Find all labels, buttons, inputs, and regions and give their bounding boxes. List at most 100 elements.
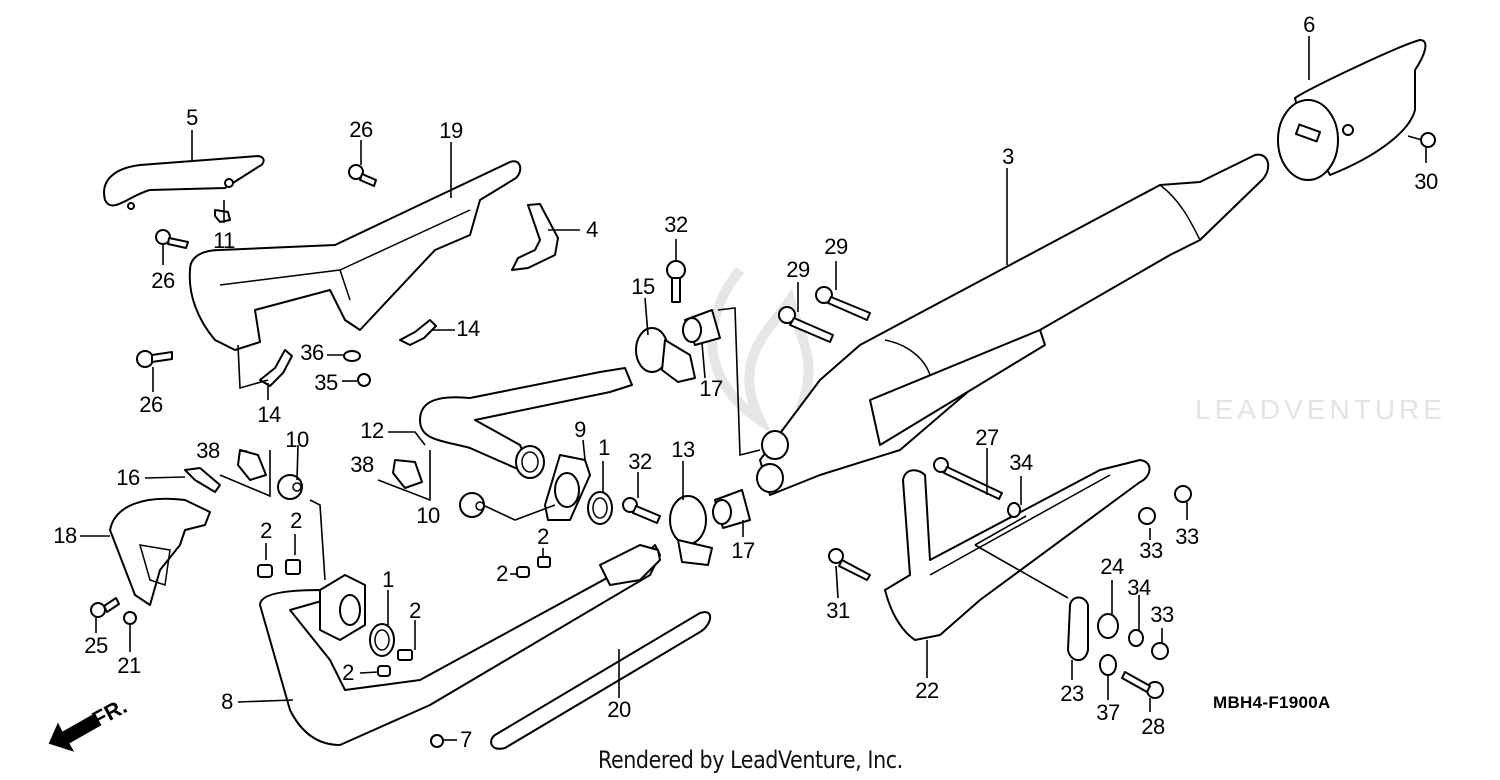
callout-24[interactable]: 24	[1100, 554, 1124, 579]
callout-27[interactable]: 27	[975, 425, 999, 450]
part-35-nut	[357, 373, 371, 387]
callout-32[interactable]: 32	[664, 212, 688, 237]
front-direction-arrow	[48, 714, 100, 752]
part-12-exhaust-pipe	[419, 367, 633, 479]
part-33-nut-a	[1138, 507, 1156, 525]
part-26-bolt-c	[136, 350, 173, 368]
callout-28[interactable]: 28	[1141, 714, 1165, 739]
callout-15[interactable]: 15	[631, 274, 655, 299]
callout-29[interactable]: 29	[786, 257, 810, 282]
part-18-shield	[109, 497, 211, 606]
callout-17[interactable]: 17	[731, 538, 755, 563]
part-10-nut-a	[277, 474, 303, 500]
callout-11[interactable]: 11	[213, 228, 235, 253]
part-26-bolt-a	[348, 164, 377, 187]
callout-19[interactable]: 19	[439, 118, 463, 143]
part-1-gasket-b	[369, 623, 395, 657]
callout-35[interactable]: 35	[314, 370, 338, 395]
callout-4[interactable]: 4	[586, 217, 598, 242]
callout-17[interactable]: 17	[699, 376, 723, 401]
part-19-heat-shield	[188, 160, 522, 351]
callout-38[interactable]: 38	[196, 438, 220, 463]
part-25-bolt	[90, 597, 120, 618]
part-3-muffler	[756, 153, 1270, 496]
part-29-bolt-a	[815, 286, 871, 321]
callout-25[interactable]: 25	[84, 633, 108, 658]
callout-22[interactable]: 22	[915, 678, 939, 703]
part-31-bolt	[828, 548, 871, 581]
part-27-bolt	[933, 457, 1003, 500]
callout-29[interactable]: 29	[824, 234, 848, 259]
part-28-bolt	[1121, 671, 1164, 699]
part-16-bracket	[184, 467, 221, 493]
part-34-washer-a	[1007, 502, 1021, 518]
part-6-end-cap	[1277, 39, 1427, 181]
part-32-bolt-a	[666, 260, 686, 303]
callout-16[interactable]: 16	[116, 465, 140, 490]
callout-2[interactable]: 2	[290, 508, 302, 533]
diagram-code: MBH4-F1900A	[1213, 693, 1331, 712]
part-2-clip-a	[257, 564, 273, 578]
callout-5[interactable]: 5	[186, 105, 198, 130]
callout-9[interactable]: 9	[574, 417, 586, 442]
callout-14[interactable]: 14	[456, 316, 480, 341]
callout-10[interactable]: 10	[285, 427, 309, 452]
callout-33[interactable]: 33	[1150, 602, 1174, 627]
part-34-washer-b	[1128, 629, 1144, 647]
callout-26[interactable]: 26	[349, 117, 373, 142]
part-33-nut-c	[1151, 642, 1169, 660]
callout-21[interactable]: 21	[117, 653, 141, 678]
callout-13[interactable]: 13	[671, 437, 695, 462]
callout-2[interactable]: 2	[342, 660, 354, 685]
part-2-clip-e	[397, 649, 413, 661]
callout-1[interactable]: 1	[598, 435, 610, 460]
callout-34[interactable]: 34	[1009, 450, 1033, 475]
callout-23[interactable]: 23	[1060, 681, 1084, 706]
callout-26[interactable]: 26	[139, 392, 163, 417]
callout-6[interactable]: 6	[1303, 12, 1315, 37]
callout-14[interactable]: 14	[257, 402, 281, 427]
callout-3[interactable]: 3	[1002, 144, 1014, 169]
part-14-clamp-a	[399, 319, 437, 346]
part-9-flange	[544, 454, 591, 521]
callout-31[interactable]: 31	[826, 598, 850, 623]
part-2-clip-b	[285, 559, 301, 575]
part-17-gasket-b	[712, 489, 751, 529]
callout-37[interactable]: 37	[1096, 700, 1120, 725]
callout-7[interactable]: 7	[460, 727, 472, 752]
callout-8[interactable]: 8	[221, 689, 233, 714]
part-2-clip-c	[537, 556, 551, 568]
callout-36[interactable]: 36	[300, 340, 324, 365]
part-17-gasket-a	[682, 309, 721, 346]
callout-38[interactable]: 38	[350, 452, 374, 477]
callout-2[interactable]: 2	[496, 561, 508, 586]
callout-34[interactable]: 34	[1127, 575, 1151, 600]
part-36-washer	[343, 350, 361, 362]
callout-33[interactable]: 33	[1139, 538, 1163, 563]
part-29-bolt-b	[778, 306, 834, 343]
part-38-collar-b	[392, 459, 423, 489]
callout-18[interactable]: 18	[53, 523, 77, 548]
callout-30[interactable]: 30	[1414, 169, 1438, 194]
part-2-clip-f	[377, 665, 391, 677]
callout-2[interactable]: 2	[260, 518, 272, 543]
callout-1[interactable]: 1	[382, 567, 394, 592]
part-22-stay	[884, 459, 1151, 641]
part-21-cap	[123, 611, 137, 625]
callout-20[interactable]: 20	[607, 697, 631, 722]
callout-2[interactable]: 2	[537, 524, 549, 549]
part-37-collar	[1099, 654, 1117, 676]
callout-12[interactable]: 12	[360, 418, 384, 443]
callout-10[interactable]: 10	[416, 503, 440, 528]
callout-26[interactable]: 26	[151, 268, 175, 293]
part-13-clamp	[669, 495, 713, 566]
part-14-clamp-b	[259, 349, 293, 387]
callout-32[interactable]: 32	[628, 449, 652, 474]
callout-33[interactable]: 33	[1175, 524, 1199, 549]
part-30-screw	[1407, 132, 1436, 148]
leader-lines	[80, 36, 1427, 741]
callout-2[interactable]: 2	[409, 598, 421, 623]
watermark-text: LEADVENTURE	[1195, 394, 1446, 425]
